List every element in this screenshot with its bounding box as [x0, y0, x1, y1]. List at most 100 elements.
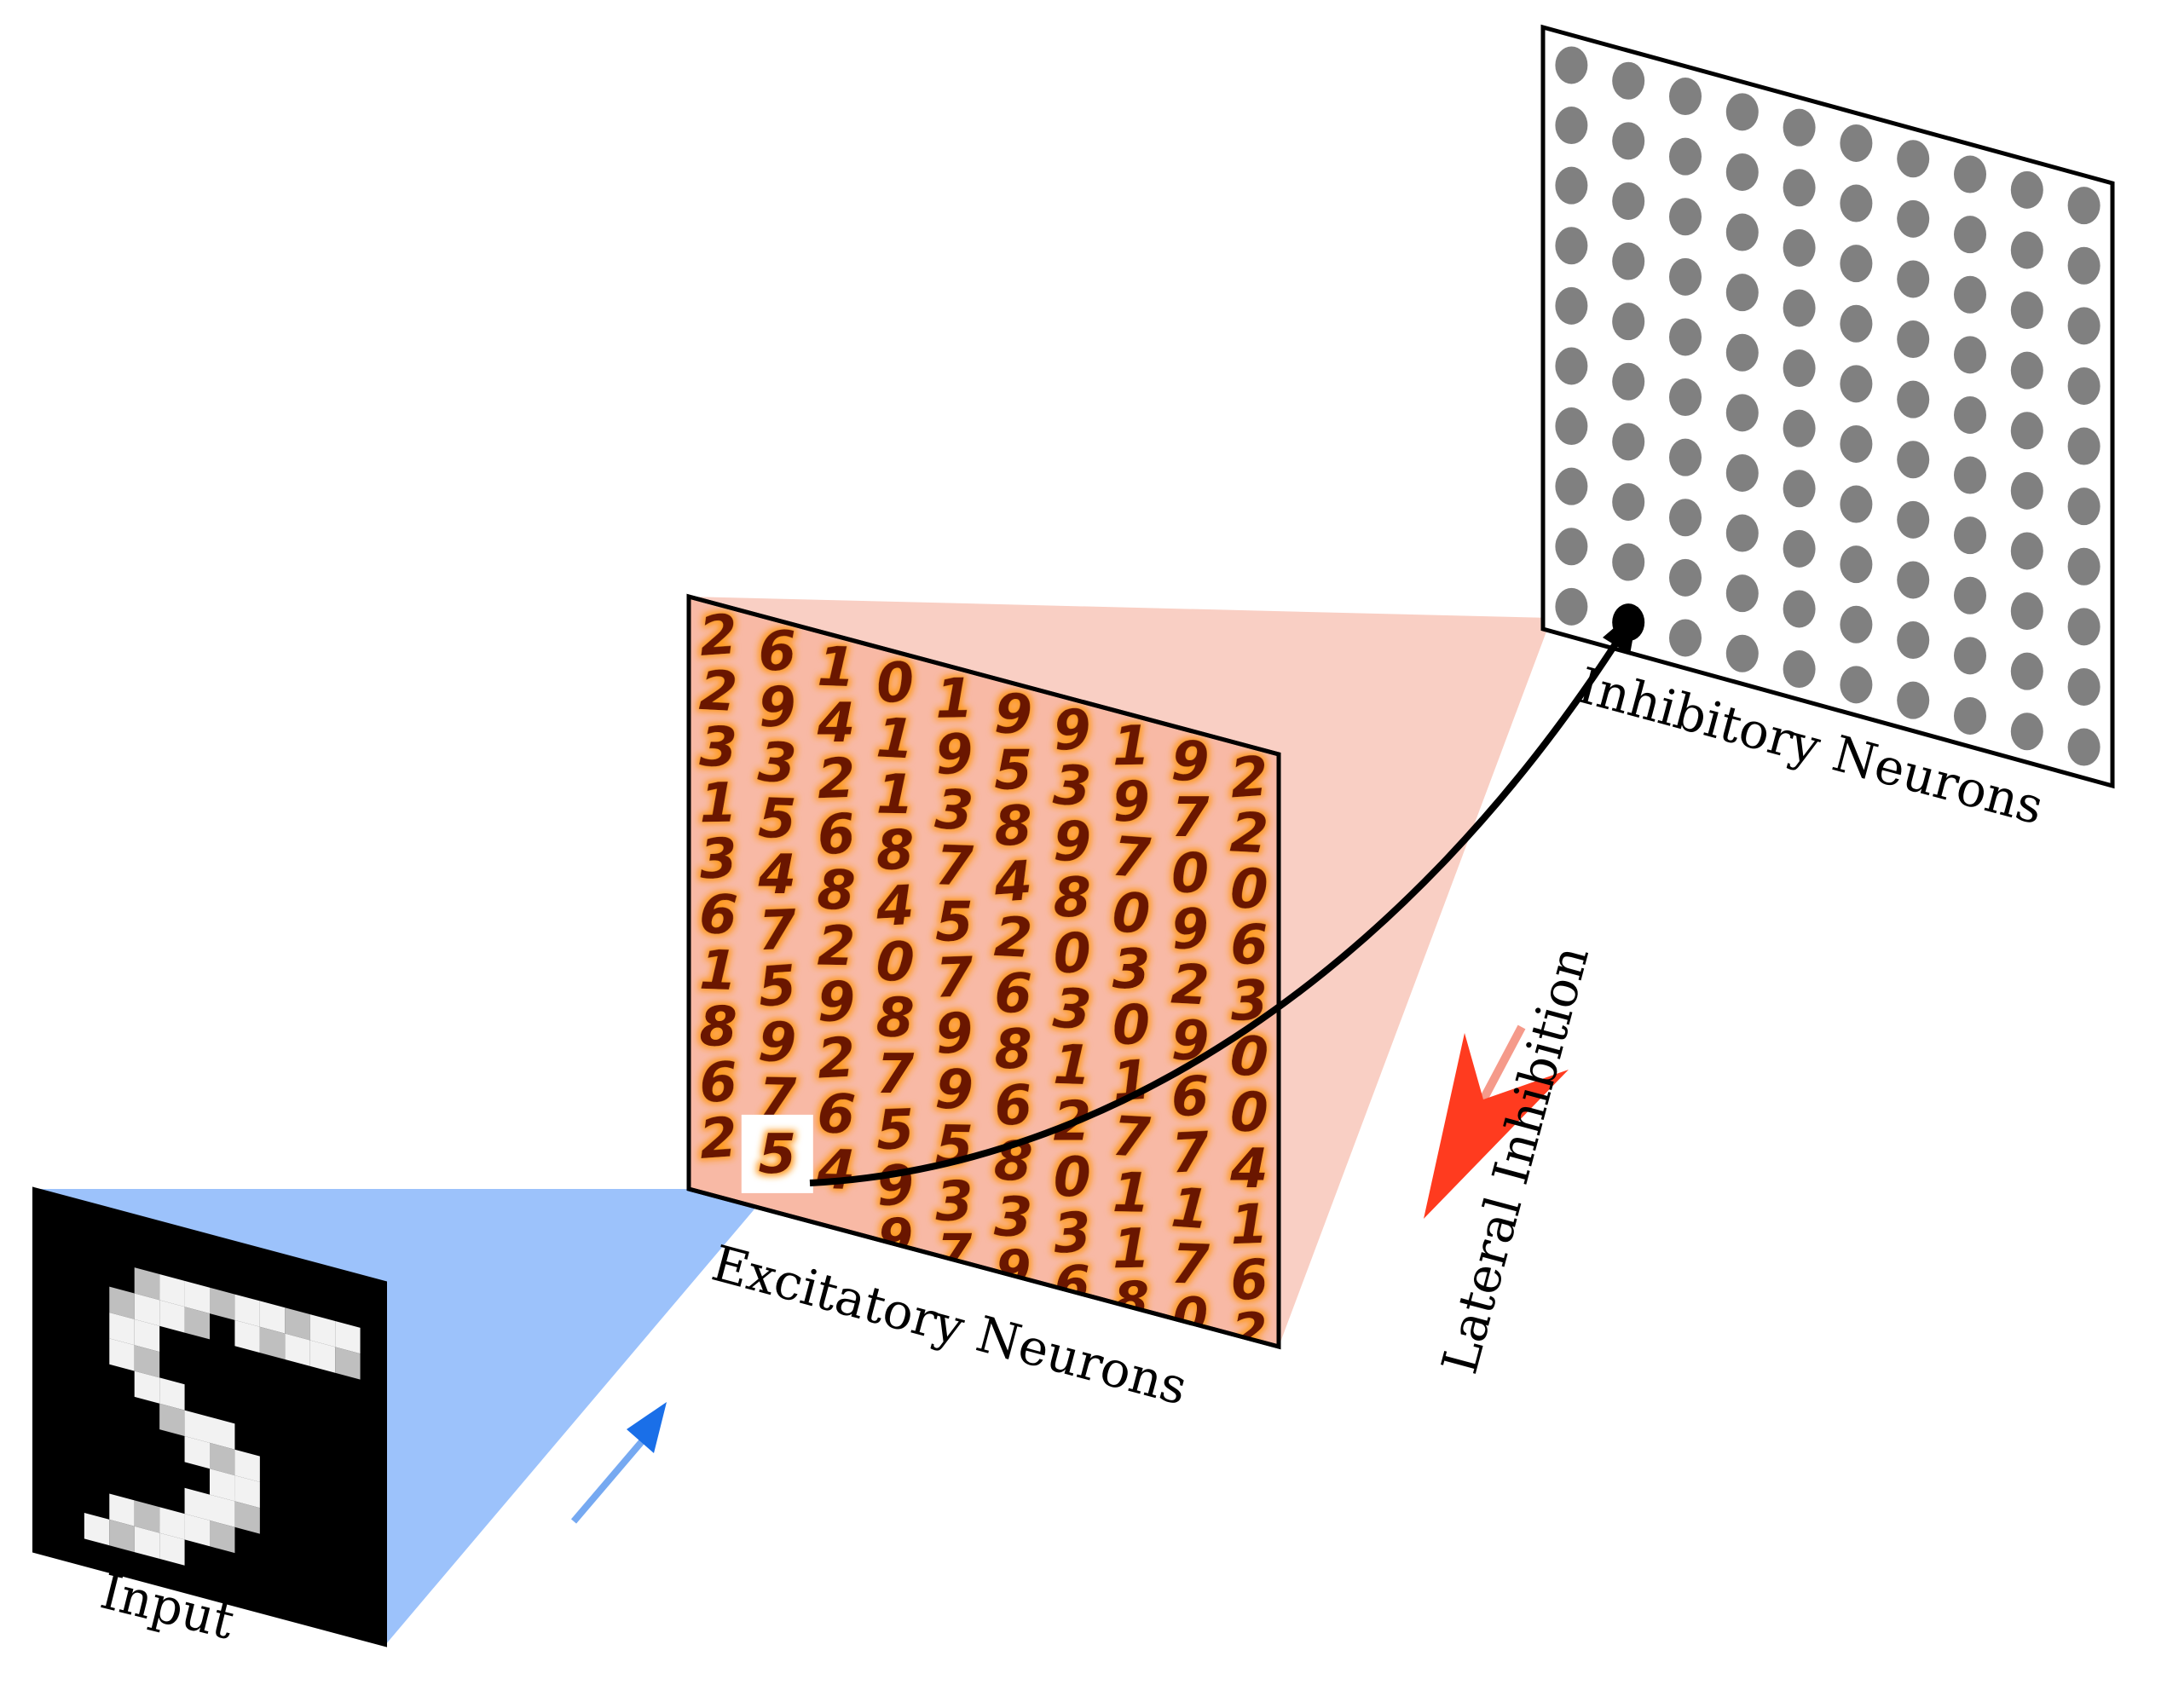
inhibitory-neuron — [1840, 365, 1873, 403]
excitatory-digit-cell: 3 — [1228, 969, 1269, 1034]
input-pixel — [159, 1532, 185, 1566]
inhibitory-neuron — [1897, 380, 1930, 418]
input-digit-image — [84, 1267, 361, 1566]
excitatory-digit-cell: 0 — [874, 650, 916, 716]
inhibitory-neuron — [1669, 438, 1702, 476]
excitatory-digit-cell: 4 — [817, 692, 856, 755]
excitatory-digit-cell: 0 — [874, 930, 916, 995]
inhibitory-neuron — [1783, 169, 1816, 207]
connection-arrowhead — [1603, 607, 1638, 655]
inhibitory-neuron — [2010, 170, 2043, 209]
input-pixel — [210, 1494, 235, 1527]
inhibitory-neuron — [2010, 592, 2043, 631]
input-pixel — [234, 1501, 260, 1534]
input-pixel — [159, 1300, 185, 1333]
inhibitory-neuron — [1725, 93, 1759, 131]
excitatory-digit-cell: 4 — [874, 874, 916, 939]
inhibitory-neuron — [2067, 728, 2101, 766]
inhibitory-neuron — [1897, 140, 1930, 178]
inhibitory-neuron — [1669, 78, 1702, 116]
input-pixel — [134, 1293, 160, 1326]
excitatory-digit-cell: 6 — [992, 1074, 1033, 1139]
input-pixel — [134, 1526, 160, 1559]
inhibitory-neuron — [1954, 576, 1986, 615]
input-pixel — [210, 1287, 235, 1320]
excitatory-digit-cell: 2 — [697, 1106, 740, 1172]
connection-arrow — [809, 628, 1627, 1186]
input-pixel — [159, 1403, 185, 1436]
excitatory-digit-cell: 9 — [933, 1058, 974, 1122]
inhibitory-neuron — [2067, 187, 2101, 225]
input-pixel — [134, 1319, 160, 1353]
inhibitory-neuron — [1840, 184, 1873, 222]
input-pixel — [335, 1347, 361, 1380]
excitatory-digit-cell: 2 — [1232, 1302, 1268, 1362]
inhibitory-neuron — [1954, 637, 1986, 675]
excitatory-digit-cell: 6 — [697, 883, 740, 949]
inhibitory-neuron — [1725, 514, 1759, 552]
inhibitory-neuron — [1783, 349, 1816, 388]
excitatory-digit-cell: 0 — [1111, 882, 1151, 947]
inhibitory-neuron — [2067, 246, 2101, 285]
excitatory-digit-cell: 8 — [875, 819, 915, 883]
excitatory-digit-cell: 9 — [933, 723, 974, 788]
excitatory-digit-cell: 6 — [1230, 914, 1269, 978]
inhibitory-neuron — [1840, 424, 1873, 463]
excitatory-digit-cell: 1 — [1229, 1193, 1269, 1258]
highlighted-digit: 5 — [759, 1123, 797, 1186]
inhibitory-neuron — [2010, 713, 2043, 751]
excitatory-digit-cell: 6 — [1170, 1065, 1210, 1129]
inhibitory-neuron — [1840, 304, 1873, 343]
excitatory-digit-cell: 9 — [1170, 730, 1211, 795]
input-pixel — [134, 1345, 160, 1378]
inhibitory-neuron — [1555, 227, 1588, 265]
inhibitory-neuron — [1954, 456, 1986, 494]
inhibitory-neuron — [2010, 532, 2043, 570]
excitatory-digit-cell: 7 — [757, 899, 798, 964]
inhibitory-neuron — [2010, 412, 2043, 450]
excitatory-digit-cell: 2 — [697, 660, 738, 724]
excitatory-digit-cell: 3 — [1052, 754, 1093, 819]
input-pixel — [184, 1436, 210, 1469]
inhibitory-neuron — [1840, 545, 1873, 584]
excitatory-digit-cell: 7 — [934, 946, 975, 1011]
inhibitory-neuron — [1725, 394, 1759, 432]
excitatory-digit-cell: 7 — [1110, 825, 1153, 891]
inhibitory-neuron — [1897, 441, 1930, 479]
inhibitory-neuron — [2067, 427, 2101, 465]
inhibitory-neuron — [1725, 213, 1759, 251]
input-pixel — [309, 1314, 336, 1347]
inhibitory-neuron — [1897, 320, 1930, 359]
inhibitory-neuron — [1725, 153, 1759, 191]
excitatory-digit-cell: 2 — [1170, 953, 1211, 1018]
excitatory-digit-cell: 6 — [815, 803, 858, 868]
excitatory-digit-cell: 6 — [815, 1082, 858, 1147]
inhibitory-neuron — [1897, 681, 1930, 719]
inhibitory-neuron — [1612, 122, 1645, 160]
excitatory-digit-cell: 9 — [1051, 698, 1094, 764]
input-pixel — [259, 1301, 286, 1334]
lateral-inhibition-arrow — [1424, 1024, 1569, 1219]
excitatory-digit-cell: 4 — [1229, 1138, 1268, 1201]
excitatory-digit-cell: 8 — [875, 986, 916, 1051]
inhibitory-neuron — [1783, 409, 1816, 447]
excitatory-digit-cell: 9 — [757, 675, 798, 740]
excitatory-digit-cell: 2 — [1228, 745, 1271, 811]
input-pixel — [285, 1307, 310, 1341]
input-arrow — [570, 1402, 667, 1524]
inhibitory-neuron — [1840, 245, 1873, 283]
inhibitory-neuron — [1783, 228, 1816, 267]
inhibitory-neuron — [1783, 108, 1816, 147]
input-pixel — [210, 1520, 235, 1554]
inhibitory-neuron — [1954, 216, 1986, 254]
excitatory-digit-cell: 6 — [1228, 1248, 1271, 1313]
inhibitory-neuron — [2067, 366, 2101, 405]
excitatory-digit-cell: 5 — [994, 739, 1032, 802]
inhibitory-neuron — [1612, 482, 1645, 521]
excitatory-digit-cell: 9 — [1169, 897, 1211, 963]
excitatory-digit-cell: 5 — [756, 955, 799, 1020]
excitatory-digit-cell: 3 — [1051, 1201, 1094, 1267]
